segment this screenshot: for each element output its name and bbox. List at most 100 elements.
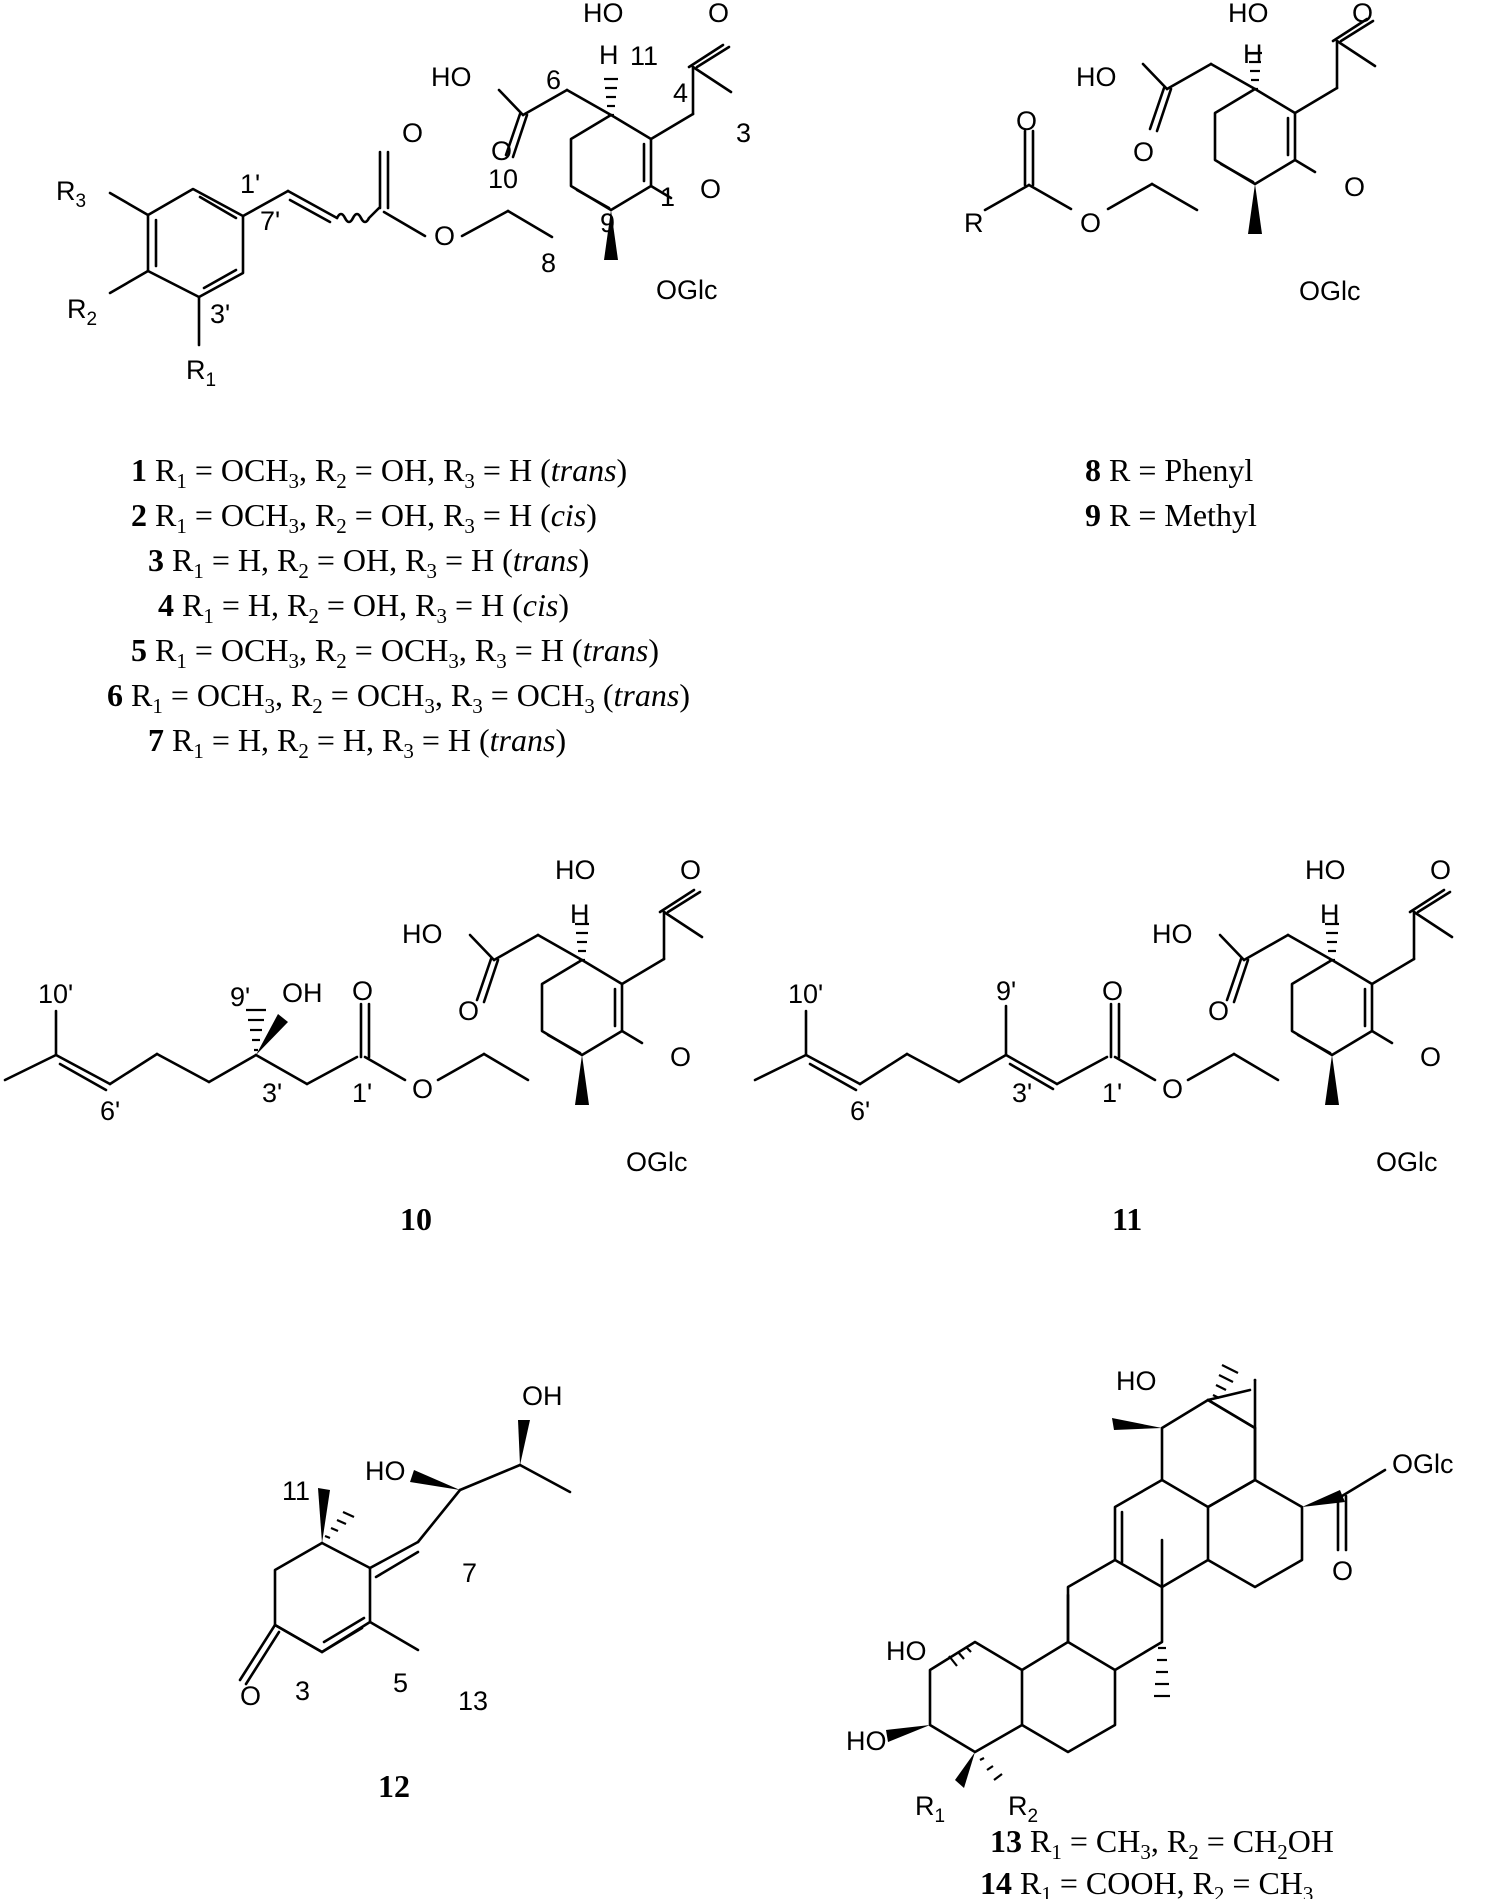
label-atom-number: 1'	[1102, 1078, 1122, 1108]
label-atom-number: 1'	[240, 169, 260, 199]
label-atom-number: 3	[295, 1676, 310, 1706]
structure-8-9	[983, 17, 1377, 236]
label-ho: HO	[402, 919, 443, 949]
captions-1-7: 1 R1​ = OCH3​, R2​ = OH, R3​ = H (trans)…	[107, 452, 690, 763]
label-ho: HO	[886, 1636, 927, 1666]
label-ho: HO	[1116, 1366, 1157, 1396]
structure-13-14	[886, 1364, 1387, 1788]
label-atom-number: 11	[282, 1476, 310, 1506]
caption-compound-14: 14 R1​ = COOH, R2​ = CH3​	[980, 1865, 1313, 1899]
label-atom-number: 11	[630, 41, 658, 71]
label-o: O	[412, 1074, 433, 1104]
label-atom-number: 3'	[262, 1078, 282, 1108]
label-atom-number: 4	[673, 78, 688, 108]
label-ho: HO	[1152, 919, 1193, 949]
label-ho: HO	[555, 855, 596, 885]
label-o: O	[434, 221, 455, 251]
label-o: O	[1430, 855, 1451, 885]
label-ho: HO	[1228, 0, 1269, 28]
label-atom-number: 9'	[996, 976, 1016, 1006]
label-oglc: OGlc	[626, 1147, 688, 1177]
label-o: O	[1162, 1074, 1183, 1104]
label-o: O	[1208, 996, 1229, 1026]
compound-number-11: 11	[1112, 1201, 1142, 1237]
caption-compound-9: 9 R = Methyl	[1085, 497, 1257, 533]
label-o: O	[708, 0, 729, 28]
structure-12	[238, 1420, 572, 1686]
label-atom-number: 10'	[38, 979, 73, 1009]
structure-8-9-labels: HO O H HO O O R O O OGlc	[964, 0, 1373, 306]
structure-1-7	[108, 43, 733, 347]
label-atom-number: 3'	[210, 299, 230, 329]
caption-compound-8: 8 R = Phenyl	[1085, 452, 1253, 488]
label-ho: HO	[846, 1726, 887, 1756]
label-o: O	[402, 118, 423, 148]
label-oh: OH	[282, 978, 323, 1008]
caption-compound-4: 4 R1​ = H, R2​ = OH, R3​ = H (cis)	[158, 587, 569, 628]
label-atom-number: 1'	[352, 1078, 372, 1108]
label-oglc: OGlc	[1376, 1147, 1438, 1177]
label-atom-number: 9'	[230, 982, 250, 1012]
label-o: O	[458, 996, 479, 1026]
label-atom-number: 5	[393, 1668, 408, 1698]
label-oglc: OGlc	[656, 275, 718, 305]
label-o: O	[1344, 172, 1365, 202]
label-o: O	[1420, 1042, 1441, 1072]
label-h: H	[570, 899, 590, 929]
captions-8-9: 8 R = Phenyl 9 R = Methyl	[1085, 452, 1257, 533]
caption-compound-6: 6 R1​ = OCH3​, R2​ = OCH3​, R3​ = OCH3​ …	[107, 677, 690, 718]
label-atom-number: 6'	[850, 1096, 870, 1126]
label-atom-number: 8	[541, 248, 556, 278]
label-o: O	[1133, 137, 1154, 167]
label-o: O	[1352, 0, 1373, 28]
structure-10-labels: 10' 9' OH O 6' 3' 1' O HO O H HO O O OGl…	[38, 855, 701, 1177]
structure-13-14-labels: HO OGlc O HO HO R1 R2	[846, 1366, 1454, 1827]
label-atom-number: 10'	[788, 979, 823, 1009]
caption-compound-7: 7 R1​ = H, R2​ = H, R3​ = H (trans)	[148, 722, 566, 763]
label-atom-number: 10	[488, 164, 518, 194]
label-r1: R1	[186, 355, 216, 391]
label-h: H	[599, 40, 619, 70]
caption-compound-5: 5 R1​ = OCH3​, R2​ = OCH3​, R3​ = H (tra…	[131, 632, 659, 673]
label-oglc: OGlc	[1392, 1449, 1454, 1479]
label-o: O	[680, 855, 701, 885]
label-atom-number: 13	[458, 1686, 488, 1716]
compound-number-12: 12	[378, 1768, 410, 1804]
compound-number-10: 10	[400, 1201, 432, 1237]
label-atom-number: 7'	[260, 206, 280, 236]
label-o: O	[1016, 106, 1037, 136]
caption-compound-13: 13 R1​ = CH3​, R2​ = CH2​OH	[990, 1823, 1334, 1864]
label-atom-number: 6	[546, 65, 561, 95]
label-atom-number: 9	[600, 208, 615, 238]
label-ho: HO	[583, 0, 624, 28]
label-atom-number: 3	[736, 118, 751, 148]
label-r2: R2	[67, 294, 97, 330]
label-atom-number: 7	[462, 1558, 477, 1588]
label-r3: R3	[56, 176, 86, 212]
label-r: R	[964, 208, 984, 238]
structure-11	[753, 888, 1454, 1107]
caption-compound-3: 3 R1​ = H, R2​ = OH, R3​ = H (trans)	[148, 542, 589, 583]
label-ho: HO	[365, 1456, 406, 1486]
structure-11-labels: 10' 9' O 6' 3' 1' O HO O H HO O O OGlc	[788, 855, 1451, 1177]
label-o: O	[670, 1042, 691, 1072]
label-o: O	[491, 136, 512, 166]
label-oh: OH	[522, 1381, 563, 1411]
label-atom-number: 3'	[1012, 1078, 1032, 1108]
label-r2: R2	[1008, 1791, 1038, 1827]
label-ho: HO	[1305, 855, 1346, 885]
label-atom-number: 1	[660, 182, 675, 212]
label-o: O	[240, 1681, 261, 1711]
label-o: O	[700, 174, 721, 204]
label-o: O	[1332, 1556, 1353, 1586]
label-oglc: OGlc	[1299, 276, 1361, 306]
structure-1-labels: HO O H 11 HO 6 4 3 O 10 O 1' 7' O 9 1 O …	[56, 0, 751, 391]
label-atom-number: 6'	[100, 1096, 120, 1126]
caption-compound-1: 1 R1​ = OCH3​, R2​ = OH, R3​ = H (trans)	[131, 452, 627, 493]
label-o: O	[352, 976, 373, 1006]
label-h: H	[1320, 899, 1340, 929]
caption-compound-2: 2 R1​ = OCH3​, R2​ = OH, R3​ = H (cis)	[131, 497, 597, 538]
label-h: H	[1243, 39, 1263, 69]
